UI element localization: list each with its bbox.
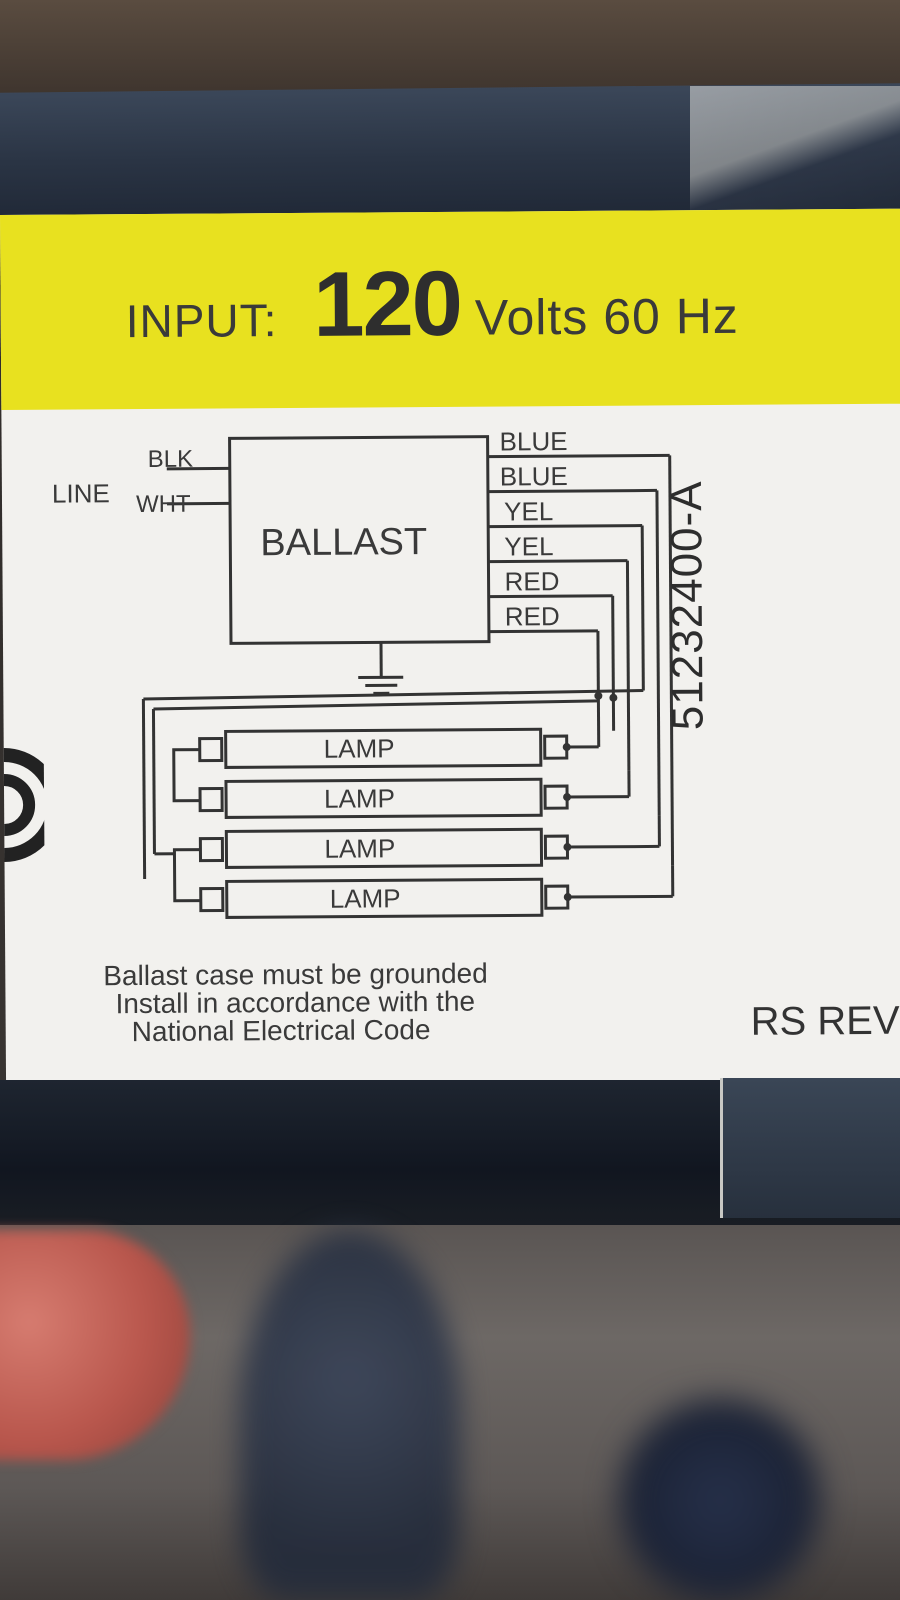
wire-label-blk: BLK [148,446,194,473]
wiring-diagram: LINE BLK WHT BALLAST BLUE BLUE YEL YEL R… [52,426,675,919]
wire-label-yel-1: YEL [504,496,553,526]
wire-label-red-1: RED [504,566,559,596]
wire-label-blue-1: BLUE [499,426,567,456]
lamp-label-3: LAMP [324,833,395,863]
line-label: LINE [52,478,110,508]
ballast-label-text: BALLAST [260,521,427,564]
lamp-label-2: LAMP [324,783,395,813]
ballast-box [228,435,491,645]
wire-label-wht: WHT [136,491,191,518]
certification-mark-icon [3,747,45,862]
revision-text: RS REV [750,998,900,1044]
lamp-label-1: LAMP [324,733,395,763]
wire-label-red-2: RED [505,601,560,631]
blurred-shoe [240,1230,460,1600]
note-line-3: National Electrical Code [131,1014,431,1048]
input-voltage: 120 [312,252,462,356]
box-bottom-flap [720,1078,900,1218]
lamp-label-4: LAMP [330,883,401,913]
wire-label-blue-2: BLUE [500,461,568,491]
input-unit: Volts 60 Hz [474,287,740,346]
blurred-shoe-2 [620,1400,820,1600]
input-prefix: INPUT: [125,294,278,348]
wire-label-yel-2: YEL [504,531,553,561]
part-number: 51232400-A [661,480,713,731]
grounding-notes: Ballast case must be grounded Install in… [103,958,488,1048]
